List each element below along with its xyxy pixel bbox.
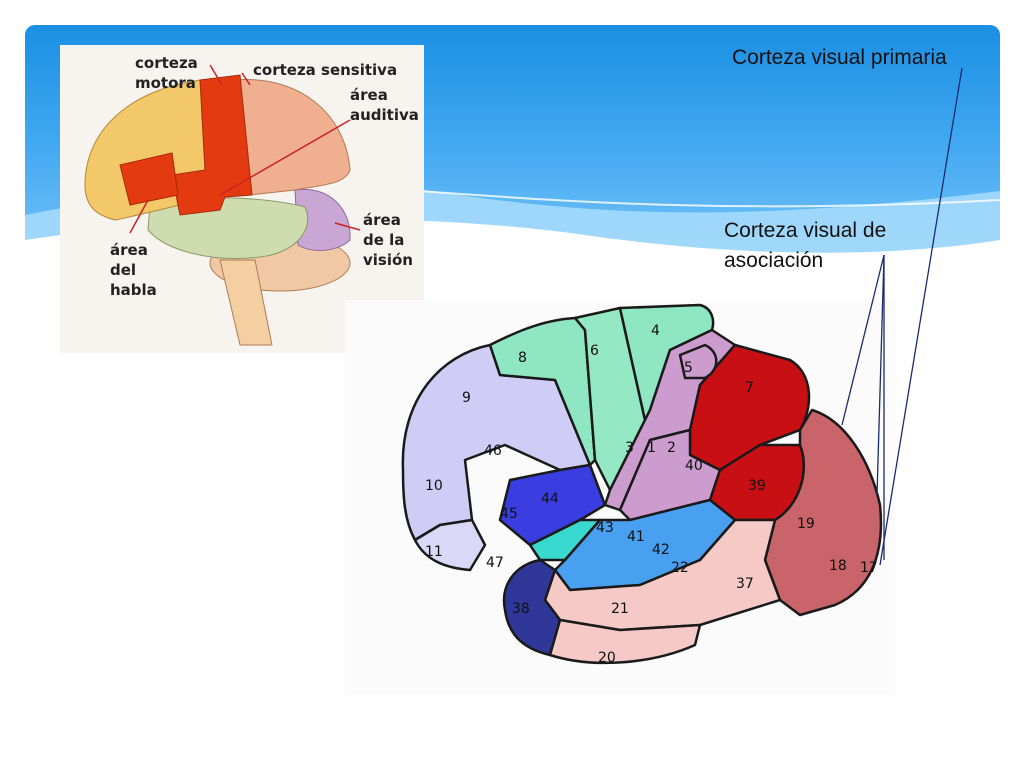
brodmann-label-17: 17 xyxy=(860,560,878,576)
brodmann-label-7: 7 xyxy=(745,380,754,396)
pointer-line-association-19 xyxy=(841,254,885,426)
parietal-lobe-shape xyxy=(234,79,351,196)
area-11-47 xyxy=(413,518,487,572)
area-8 xyxy=(488,316,597,467)
brodmann-label-38: 38 xyxy=(512,601,530,617)
area-38-temporal-pole xyxy=(502,558,562,657)
brodmann-label-2: 2 xyxy=(667,440,676,456)
brodmann-label-9: 9 xyxy=(462,390,471,406)
brodmann-label-20: 20 xyxy=(598,650,616,666)
area-6 xyxy=(573,306,647,492)
brodmann-label-5: 5 xyxy=(684,360,693,376)
speech-area-shape xyxy=(119,152,179,206)
area-40 xyxy=(618,428,722,522)
area-39 xyxy=(708,443,805,522)
brodmann-label-43: 43 xyxy=(596,520,614,536)
label-area-vision: área de la visión xyxy=(363,211,413,269)
area-41-42-22 xyxy=(553,498,737,592)
brodmann-label-46: 46 xyxy=(484,443,502,459)
title-visual-association-cortex: Corteza visual de asociación xyxy=(724,219,887,272)
brodmann-label-41: 41 xyxy=(627,529,645,545)
label-corteza-motora: corteza motora xyxy=(135,54,198,92)
brodmann-label-1: 1 xyxy=(647,440,656,456)
brodmann-label-42: 42 xyxy=(652,542,670,558)
brodmann-label-19: 19 xyxy=(797,516,815,532)
brodmann-label-45: 45 xyxy=(500,506,518,522)
title-primary-visual-cortex: Corteza visual primaria xyxy=(732,46,947,69)
brodmann-label-47: 47 xyxy=(486,555,504,571)
area-4 xyxy=(618,303,715,422)
brodmann-label-44: 44 xyxy=(541,491,559,507)
brodmann-label-39: 39 xyxy=(748,478,766,494)
area-21-37 xyxy=(543,518,782,632)
area-44-45 xyxy=(498,463,607,547)
brodmann-map-background xyxy=(345,300,895,695)
pointer-line-association-18 xyxy=(876,254,885,496)
brodmann-label-3: 3 xyxy=(625,440,634,456)
area-19-18-17 xyxy=(763,408,883,617)
motor-sensory-band-shape xyxy=(171,74,253,216)
brodmann-label-21: 21 xyxy=(611,601,629,617)
label-area-auditiva: área auditiva xyxy=(350,86,419,124)
occipital-lobe-shape xyxy=(294,188,351,251)
brodmann-label-18: 18 xyxy=(829,558,847,574)
area-5 xyxy=(678,343,718,380)
label-area-habla: área del habla xyxy=(110,241,157,299)
brodmann-label-22: 22 xyxy=(671,560,689,576)
brodmann-label-40: 40 xyxy=(685,458,703,474)
label-corteza-sensitiva: corteza sensitiva xyxy=(253,61,398,79)
area-43 xyxy=(528,518,602,562)
brainstem-shape xyxy=(219,259,273,346)
area-20 xyxy=(548,618,702,665)
area-9-10-frontal xyxy=(401,343,592,542)
area-3-1-2 xyxy=(603,328,737,512)
brodmann-label-6: 6 xyxy=(590,343,599,359)
brodmann-label-37: 37 xyxy=(736,576,754,592)
brodmann-label-11: 11 xyxy=(425,544,443,560)
brain-lobes-drawing xyxy=(84,64,361,346)
brain-lobes-illustration: corteza motora corteza sensitiva área au… xyxy=(60,45,424,353)
brodmann-label-8: 8 xyxy=(518,350,527,366)
brodmann-label-10: 10 xyxy=(425,478,443,494)
brodmann-label-4: 4 xyxy=(651,323,660,339)
area-7 xyxy=(688,343,811,472)
